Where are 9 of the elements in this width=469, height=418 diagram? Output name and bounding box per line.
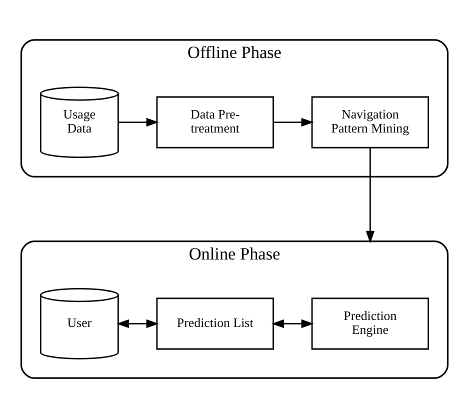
node-box: Data Pre- treatment [156,96,274,148]
arrow [271,319,314,328]
arrow [116,319,159,328]
arrow [118,118,159,127]
node-box: Prediction List [156,298,274,350]
arrow [366,148,375,244]
node-box: Prediction Engine [311,298,430,350]
arrow [274,118,314,127]
node-box: Navigation Pattern Mining [311,96,430,148]
